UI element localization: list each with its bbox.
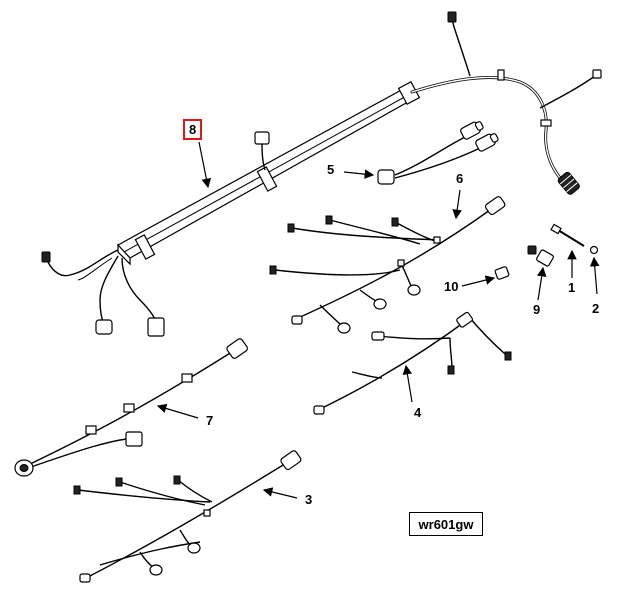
callout-9: 9 bbox=[533, 302, 541, 317]
callout-10: 10 bbox=[444, 279, 459, 294]
callout-4: 4 bbox=[414, 405, 422, 420]
clip-10 bbox=[494, 266, 510, 280]
harness-8-main-rail bbox=[41, 11, 602, 337]
connector-9 bbox=[527, 245, 554, 267]
harness-5-pigtail bbox=[377, 121, 499, 185]
reference-tag: wr601gw bbox=[409, 512, 483, 536]
leader-arrows bbox=[156, 141, 600, 499]
callout-6: 6 bbox=[456, 171, 464, 186]
bolt-1 bbox=[550, 223, 585, 247]
callout-7: 7 bbox=[206, 413, 214, 428]
callout-8: 8 bbox=[183, 119, 203, 140]
callout-3: 3 bbox=[305, 492, 313, 507]
callout-1: 1 bbox=[568, 280, 576, 295]
callout-2: 2 bbox=[592, 301, 600, 316]
nut-2 bbox=[589, 245, 599, 255]
harness-6 bbox=[269, 196, 506, 334]
harness-7 bbox=[14, 338, 248, 477]
harness-3 bbox=[73, 450, 302, 583]
callout-5: 5 bbox=[327, 162, 335, 177]
harness-4 bbox=[313, 311, 512, 415]
